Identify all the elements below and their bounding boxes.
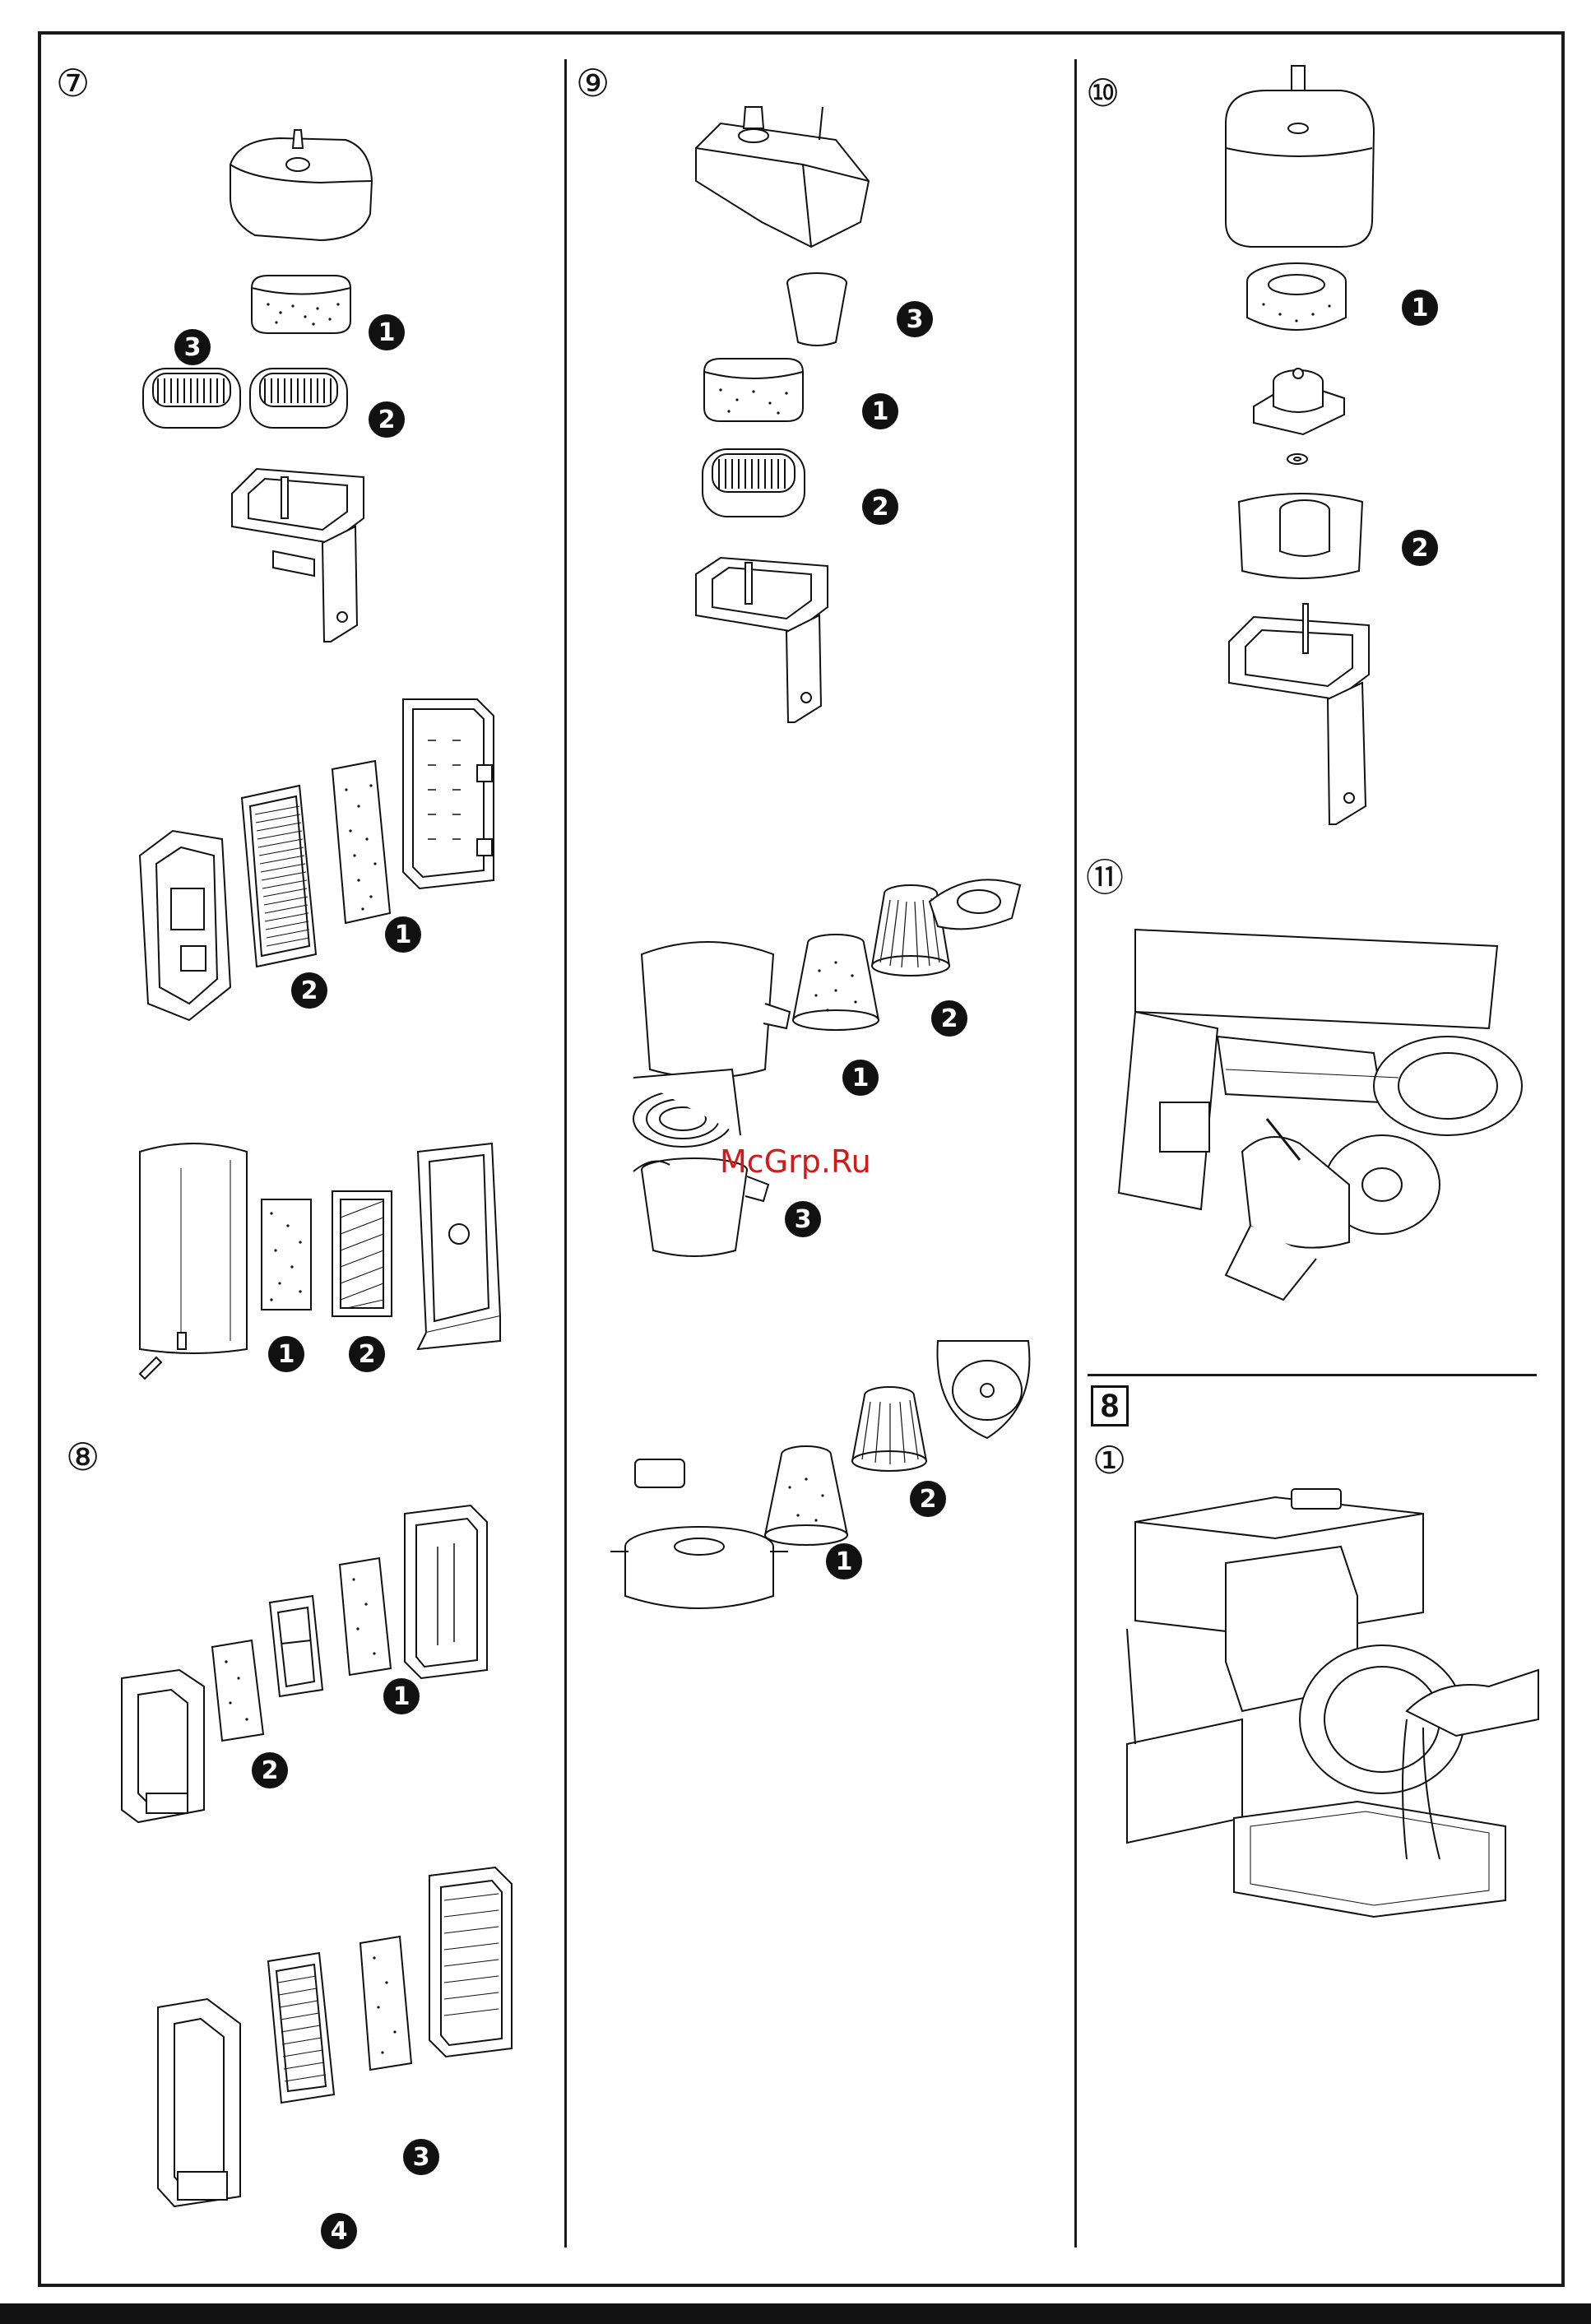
foam-element-rect	[326, 757, 400, 930]
callout-3: 3	[174, 329, 211, 365]
column-divider-left	[564, 59, 567, 2247]
callout-2: 2	[910, 1481, 946, 1517]
column-divider-right	[1074, 59, 1077, 2247]
round-cleaner-base	[921, 1324, 1045, 1448]
foam-element-tall	[255, 1193, 321, 1316]
foam-element-s8-lower	[354, 1933, 420, 2073]
air-cleaner-cyclone-cover	[688, 90, 877, 255]
callout-3: 3	[785, 1201, 821, 1237]
callout-1: 1	[842, 1060, 879, 1096]
section-label-9: ⑨	[576, 64, 610, 102]
callout-2: 2	[349, 1336, 385, 1372]
paper-element-oval-s9	[696, 443, 811, 525]
callout-1: 1	[1402, 290, 1438, 326]
element-holder-s10	[1245, 349, 1352, 439]
air-cleaner-box-cover	[1209, 58, 1390, 255]
paper-element-s8	[263, 1593, 329, 1700]
foam-element-s8-b	[333, 1555, 399, 1678]
engine-oil-drain-illustration	[1111, 1473, 1538, 1933]
washer-s10	[1285, 451, 1310, 467]
callout-1: 1	[383, 1678, 420, 1714]
callout-2: 2	[291, 972, 327, 1009]
section-label-8: ⑧	[66, 1438, 100, 1476]
callout-2: 2	[931, 1000, 967, 1037]
callout-1: 1	[826, 1543, 862, 1579]
air-cleaner-case-s8	[114, 1662, 212, 1826]
air-cleaner-tall-base	[410, 1135, 508, 1357]
paper-element-tall	[326, 1185, 400, 1324]
air-cleaner-tall-cover	[132, 1135, 255, 1382]
air-cleaner-oval-base	[224, 461, 372, 650]
callout-2: 2	[252, 1752, 288, 1788]
callout-2: 2	[369, 401, 405, 438]
foam-element-s8	[206, 1637, 271, 1744]
paper-element-s8-lower	[262, 1950, 344, 2106]
air-cleaner-cover-s8-lower	[421, 1859, 520, 2065]
callout-1: 1	[862, 393, 898, 429]
foam-element-oval-s9	[696, 354, 811, 428]
cyclone-housing-s10	[1231, 480, 1371, 587]
air-cleaner-oval-cover	[222, 115, 378, 247]
callout-1: 1	[385, 916, 421, 953]
callout-3: 3	[403, 2139, 439, 2175]
foam-cone-element-lower	[757, 1438, 856, 1553]
air-cleaner-case-s8-lower	[150, 1991, 248, 2213]
section-divider-right	[1088, 1374, 1537, 1376]
callout-2: 2	[862, 489, 898, 525]
cyclone-canister	[617, 921, 798, 1152]
engine-carburetor-illustration	[1102, 913, 1530, 1333]
cone-filter-base	[921, 860, 1028, 943]
air-cleaner-base-s9	[688, 550, 836, 731]
paper-element-oval-b	[244, 362, 355, 436]
air-cleaner-cover-rect	[395, 691, 502, 897]
callout-3: 3	[897, 301, 933, 337]
watermark-text: McGrp.Ru	[720, 1143, 871, 1180]
section-label-11: ⑪	[1086, 859, 1124, 897]
cyclone-cup	[780, 268, 854, 350]
callout-4: 4	[321, 2213, 357, 2249]
callout-1: 1	[268, 1336, 304, 1372]
foam-element-oval	[244, 271, 359, 337]
callout-1: 1	[369, 314, 405, 350]
air-cleaner-cover-s8	[397, 1497, 495, 1686]
callout-2: 2	[1402, 530, 1438, 566]
paper-element-rect	[234, 782, 326, 971]
foam-element-s10	[1239, 260, 1354, 342]
section-box-8: 8	[1091, 1385, 1129, 1426]
air-cleaner-base-s10	[1221, 601, 1385, 831]
paper-element-oval-a	[137, 362, 248, 436]
section-label-7: ⑦	[56, 64, 90, 102]
section-label-10: ⑩	[1086, 74, 1120, 112]
air-cleaner-case-rect	[132, 823, 239, 1028]
page-footer-bar	[0, 2303, 1591, 2324]
